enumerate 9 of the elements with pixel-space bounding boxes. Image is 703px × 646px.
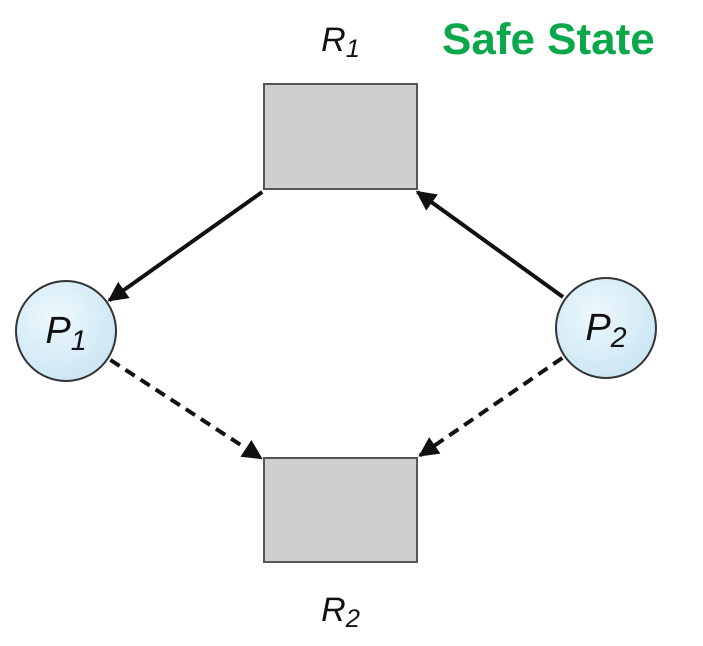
resource-label: R$_{1}$ xyxy=(321,23,360,57)
arrow xyxy=(416,190,564,299)
process-label: P$_{2}$ xyxy=(585,309,627,347)
diagram-title: Safe State xyxy=(442,18,655,62)
arrow xyxy=(108,190,264,302)
process-label: P$_{1}$ xyxy=(45,312,87,350)
dashed-arrow xyxy=(418,356,564,458)
dashed-arrow xyxy=(109,358,263,460)
resource-label: R$_{2}$ xyxy=(321,593,360,627)
